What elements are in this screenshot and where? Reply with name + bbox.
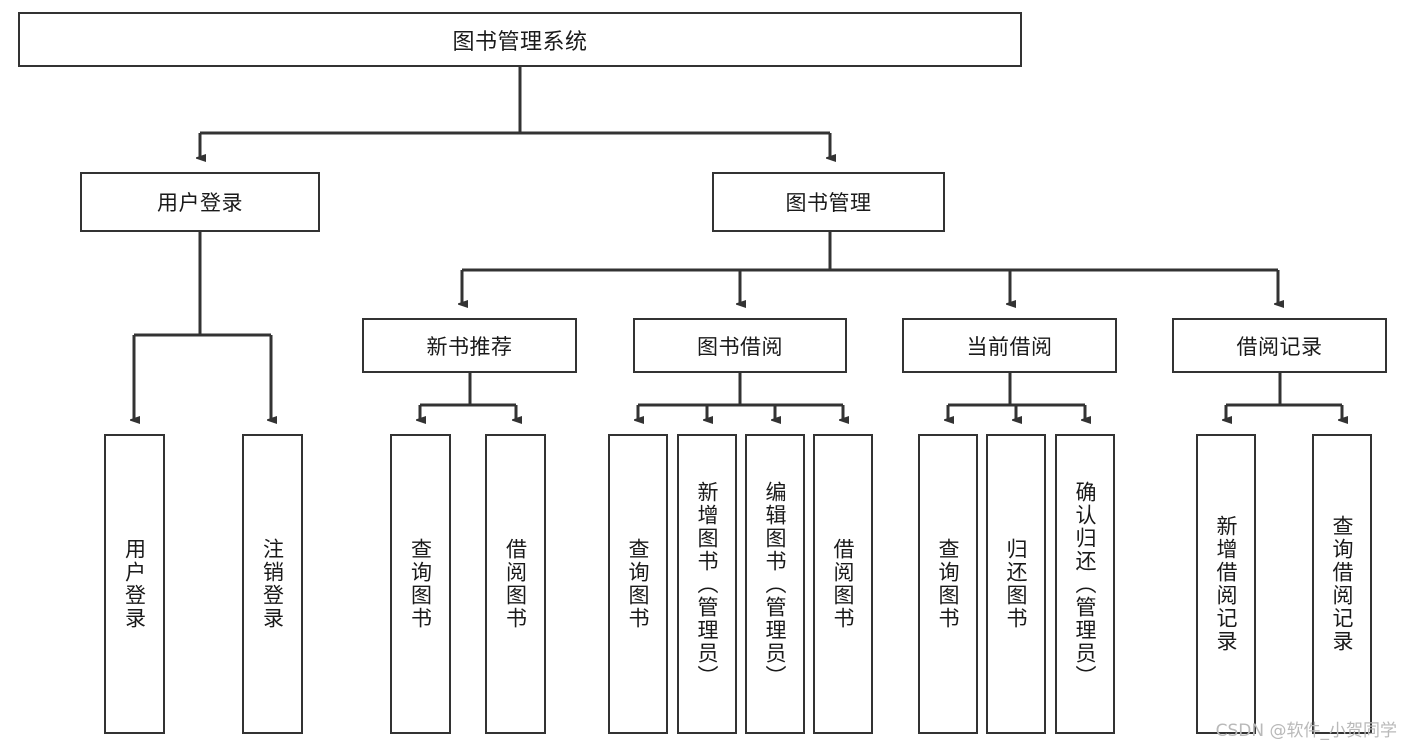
node-leaf-edit-book[interactable]: 编辑图书（管理员） <box>745 434 805 734</box>
node-leaf-query-book-2-label: 查询图书 <box>626 538 651 630</box>
node-leaf-edit-book-label: 编辑图书（管理员） <box>763 480 788 688</box>
node-leaf-logout[interactable]: 注销登录 <box>242 434 303 734</box>
node-new-book-rec[interactable]: 新书推荐 <box>362 318 577 373</box>
node-new-book-rec-label: 新书推荐 <box>426 334 513 359</box>
node-leaf-return-book-label: 归还图书 <box>1004 538 1029 630</box>
node-leaf-add-book[interactable]: 新增图书（管理员） <box>677 434 737 734</box>
node-root[interactable]: 图书管理系统 <box>18 12 1022 67</box>
node-leaf-user-login[interactable]: 用户登录 <box>104 434 165 734</box>
node-leaf-borrow-book-2[interactable]: 借阅图书 <box>813 434 873 734</box>
watermark-text: CSDN @软件_小贺同学 <box>1215 721 1397 741</box>
node-leaf-query-record[interactable]: 查询借阅记录 <box>1312 434 1372 734</box>
node-leaf-user-login-label: 用户登录 <box>122 538 147 630</box>
node-leaf-add-record-label: 新增借阅记录 <box>1214 515 1239 653</box>
node-leaf-query-book-3[interactable]: 查询图书 <box>918 434 978 734</box>
node-user-login[interactable]: 用户登录 <box>80 172 320 232</box>
node-leaf-borrow-book-1[interactable]: 借阅图书 <box>485 434 546 734</box>
node-borrow-record[interactable]: 借阅记录 <box>1172 318 1387 373</box>
node-user-login-label: 用户登录 <box>157 191 243 215</box>
node-leaf-add-record[interactable]: 新增借阅记录 <box>1196 434 1256 734</box>
node-book-borrow-label: 图书借阅 <box>697 334 783 359</box>
node-leaf-query-book-1-label: 查询图书 <box>408 538 433 630</box>
node-book-manage-label: 图书管理 <box>785 191 872 215</box>
node-leaf-query-book-1[interactable]: 查询图书 <box>390 434 451 734</box>
node-leaf-confirm-return-label: 确认归还（管理员） <box>1073 480 1098 688</box>
node-leaf-logout-label: 注销登录 <box>260 538 285 630</box>
node-leaf-confirm-return[interactable]: 确认归还（管理员） <box>1055 434 1115 734</box>
node-leaf-add-book-label: 新增图书（管理员） <box>695 480 720 688</box>
node-current-borrow-label: 当前借阅 <box>966 334 1053 359</box>
node-leaf-borrow-book-1-label: 借阅图书 <box>503 538 528 630</box>
node-leaf-query-record-label: 查询借阅记录 <box>1330 515 1355 653</box>
node-leaf-query-book-2[interactable]: 查询图书 <box>608 434 668 734</box>
node-borrow-record-label: 借阅记录 <box>1236 334 1323 359</box>
node-current-borrow[interactable]: 当前借阅 <box>902 318 1117 373</box>
node-book-borrow[interactable]: 图书借阅 <box>633 318 847 373</box>
node-leaf-return-book[interactable]: 归还图书 <box>986 434 1046 734</box>
node-leaf-query-book-3-label: 查询图书 <box>936 538 961 630</box>
node-root-label: 图书管理系统 <box>452 29 588 55</box>
node-leaf-borrow-book-2-label: 借阅图书 <box>831 538 856 630</box>
node-book-manage[interactable]: 图书管理 <box>712 172 945 232</box>
